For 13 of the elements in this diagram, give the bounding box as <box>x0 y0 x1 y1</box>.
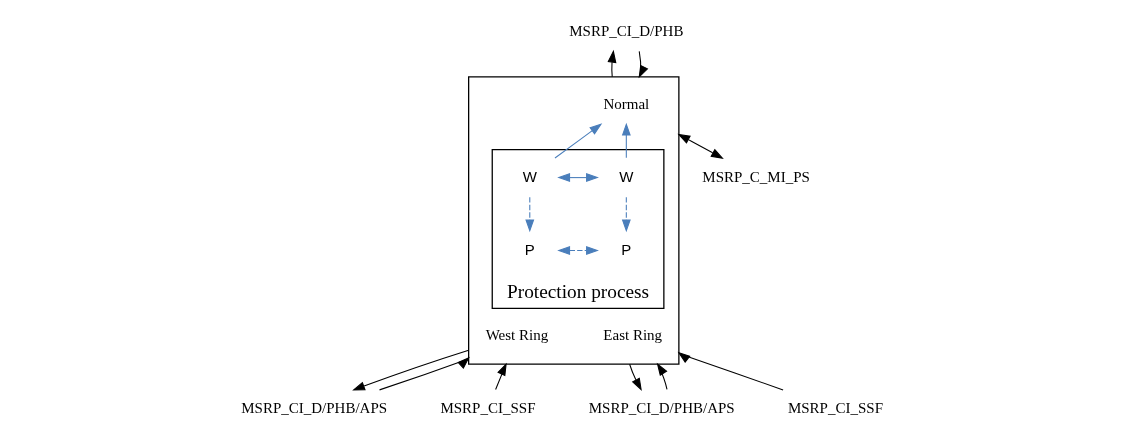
node-text: W <box>618 167 633 185</box>
node-text: MSRP_CI_D/PHB <box>568 22 683 39</box>
node-text: MSRP_CI_D/PHB/APS <box>240 400 387 417</box>
node-text: MSRP_CI_SSF <box>439 400 535 417</box>
node-text: East Ring <box>602 327 662 344</box>
node-text: MSRP_CI_SSF <box>787 400 883 417</box>
node-text: West Ring <box>485 327 548 344</box>
node-text: P <box>620 240 631 258</box>
node-text: MSRP_CI_D/PHB/APS <box>588 400 735 417</box>
node-text: MSRP_C_MI_PS <box>701 168 810 185</box>
node-text: P <box>524 240 535 258</box>
node-text: W <box>522 167 537 185</box>
node-text: Normal <box>602 95 649 112</box>
